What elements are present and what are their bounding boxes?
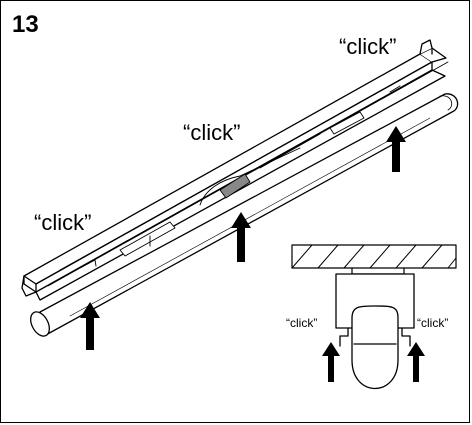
arrow-up-icon xyxy=(407,342,425,382)
step-number: 13 xyxy=(12,11,39,38)
click-label-left: “click” xyxy=(34,210,92,235)
arrow-up-icon xyxy=(80,302,100,350)
click-label-top: “click” xyxy=(339,34,397,59)
arrow-up-icon xyxy=(231,212,251,262)
arrow-up-icon xyxy=(386,126,406,172)
detail-cross-section xyxy=(335,273,415,390)
arrow-up-icon xyxy=(322,342,340,382)
click-label-middle: “click” xyxy=(183,120,241,145)
fixture-internals xyxy=(79,85,401,269)
click-label-detail-left: “click” xyxy=(286,316,318,330)
arrows xyxy=(80,126,425,382)
click-label-detail-right: “click” xyxy=(417,316,449,330)
